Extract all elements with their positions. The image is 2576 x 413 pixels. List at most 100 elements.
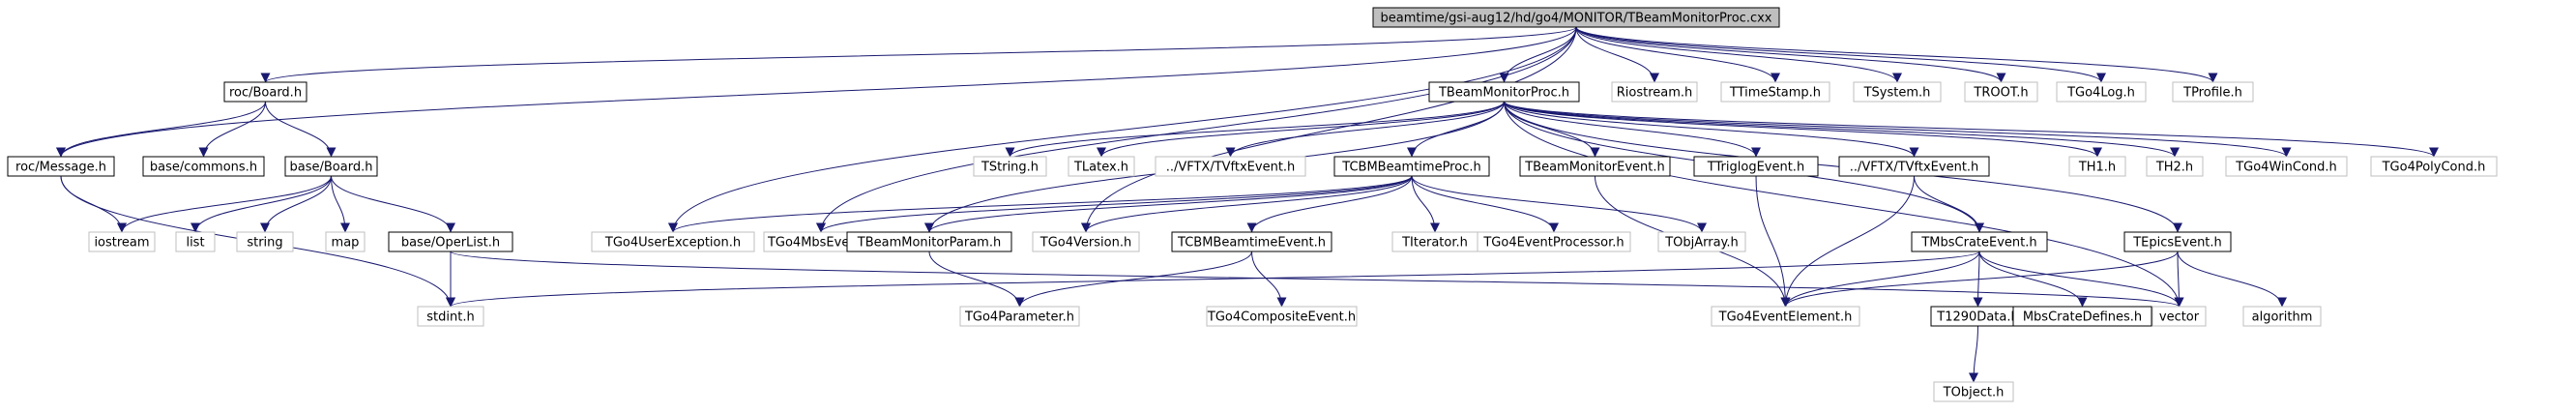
node-label: TGo4WinCond.h (2235, 161, 2337, 175)
edge-roc_board-to-base_commons (198, 101, 266, 158)
edge-tbmproc_h-to-vector (1504, 101, 2184, 308)
node-label: TH2.h (2155, 161, 2193, 175)
edge-tbmproc_h-to-tstring (1005, 101, 1505, 158)
edge-base_board-to-list (190, 175, 332, 233)
node-box (2172, 81, 2254, 103)
node-label: map (332, 236, 360, 251)
edge-root-to-troot (1575, 26, 2006, 83)
file-node-ttriglog[interactable]: TTriglogEvent.h (1693, 156, 1819, 177)
file-node-vftxevent2[interactable]: ../VFTX/TVftxEvent.h (1838, 156, 1990, 177)
node-box (2242, 306, 2322, 327)
edge-root-to-roc_board (260, 26, 1577, 83)
edge-roc_board-to-base_board (265, 101, 337, 158)
node-box (1171, 231, 1332, 252)
file-node-base_operlist[interactable]: base/OperList.h (388, 231, 513, 252)
edge-tcbmproc-to-tgo4evproc (1411, 175, 1559, 233)
edge-tcbmproc-to-tobjarray (1411, 175, 1707, 233)
edge-roc_board-to-roc_message (56, 101, 266, 158)
file-node-roc_board[interactable]: roc/Board.h (223, 81, 307, 103)
edge-tbmproc_h-to-vftxevent2 (1504, 101, 1919, 158)
file-node-base_board[interactable]: base/Board.h (284, 156, 378, 177)
node-label: TGo4Parameter.h (964, 310, 1074, 325)
edge-tbmproc_h-to-vftxevent1 (1225, 101, 1505, 158)
file-node-tmbscrate[interactable]: TMbsCrateEvent.h (1911, 231, 2048, 252)
file-node-tgo4composite: TGo4CompositeEvent.h (1206, 306, 1358, 327)
file-node-base_commons[interactable]: base/commons.h (142, 156, 265, 177)
node-box (2056, 81, 2147, 103)
file-node-tcbmproc[interactable]: TCBMBeamtimeProc.h (1333, 156, 1490, 177)
edge-base_board-to-base_operlist (331, 175, 455, 233)
node-label: string (247, 236, 282, 251)
file-node-tgo4param: TGo4Parameter.h (959, 306, 1080, 327)
node-box (1853, 81, 1942, 103)
file-node-titerator: TIterator.h (1391, 231, 1478, 252)
file-node-th2: TH2.h (2146, 156, 2204, 177)
node-box (1206, 306, 1358, 327)
node-box (2146, 156, 2204, 177)
edge-root-to-tgo4mbsevent (816, 26, 1577, 233)
node-box (1155, 156, 1306, 177)
node-box (284, 156, 378, 177)
node-box (142, 156, 265, 177)
node-label: TGo4Log.h (2066, 86, 2135, 101)
file-node-tgo4userexc: TGo4UserException.h (591, 231, 755, 252)
edge-root-to-tgo4userexc (668, 26, 1577, 233)
file-node-tcbmevent[interactable]: TCBMBeamtimeEvent.h (1171, 231, 1332, 252)
file-node-tbmparam[interactable]: TBeamMonitorParam.h (846, 231, 1012, 252)
file-node-roc_message[interactable]: roc/Message.h (7, 156, 115, 177)
node-box (1911, 231, 2048, 252)
node-label: base/commons.h (150, 161, 257, 175)
edge-tcbmevent-to-tgo4composite (1251, 251, 1287, 308)
node-label: TROOT.h (1973, 86, 2028, 101)
file-node-tbmevent[interactable]: TBeamMonitorEvent.h (1519, 156, 1671, 177)
file-node-tbmproc_h[interactable]: TBeamMonitorProc.h (1428, 81, 1580, 103)
node-label: TIterator.h (1401, 236, 1468, 251)
node-box (1711, 306, 1860, 327)
node-label: beamtime/gsi-aug12/hd/go4/MONITOR/TBeamM… (1381, 12, 1772, 26)
node-box (1372, 7, 1780, 28)
edge-root-to-tprofile (1575, 26, 2218, 83)
dependency-edges (56, 26, 2439, 383)
file-node-tobject: TObject.h (1933, 381, 2014, 402)
node-label: TEpicsEvent.h (2132, 236, 2222, 251)
edge-base_operlist-to-vector (450, 251, 2183, 308)
file-node-riostream: Riostream.h (1611, 81, 1698, 103)
node-label: TGo4Version.h (1039, 236, 1131, 251)
file-node-tgo4log: TGo4Log.h (2056, 81, 2147, 103)
file-node-tlatex: TLatex.h (1068, 156, 1135, 177)
edge-vftxevent2-to-tgo4evelem (1780, 175, 1915, 308)
node-box (2123, 231, 2232, 252)
edge-tmbscrate-to-mbsdefines (1978, 251, 2088, 308)
edge-tepics-to-algorithm (2177, 251, 2287, 308)
node-box (1477, 231, 1631, 252)
file-node-string: string (236, 231, 294, 252)
node-label: TMbsCrateEvent.h (1920, 236, 2036, 251)
edge-root-to-ttimestamp (1575, 26, 1780, 83)
file-node-vftxevent1: ../VFTX/TVftxEvent.h (1155, 156, 1306, 177)
node-label: TCBMBeamtimeProc.h (1341, 161, 1480, 175)
file-node-t1290[interactable]: T1290Data.h (1930, 306, 2026, 327)
node-label: TGo4CompositeEvent.h (1207, 310, 1356, 325)
node-label: base/OperList.h (401, 236, 500, 251)
node-box (1964, 81, 2038, 103)
node-label: TString.h (981, 161, 1039, 175)
node-label: TLatex.h (1073, 161, 1128, 175)
file-node-stdint: stdint.h (417, 306, 484, 327)
file-node-tstring: TString.h (973, 156, 1047, 177)
root-file-node: beamtime/gsi-aug12/hd/go4/MONITOR/TBeamM… (1372, 7, 1780, 28)
file-node-mbsdefines[interactable]: MbsCrateDefines.h (2012, 306, 2152, 327)
edge-tcbmevent-to-tgo4param (1014, 251, 1252, 308)
node-label: TGo4PolyCond.h (2382, 161, 2486, 175)
node-box (1720, 81, 1830, 103)
node-label: Riostream.h (1617, 86, 1693, 101)
node-label: stdint.h (426, 310, 474, 325)
edge-t1290-to-tobject (1969, 325, 1979, 383)
node-box (1838, 156, 1990, 177)
node-box (1068, 156, 1135, 177)
file-node-tgo4wincond: TGo4WinCond.h (2225, 156, 2348, 177)
node-box (1333, 156, 1490, 177)
edge-root-to-tgo4version (1081, 26, 1577, 233)
node-box (973, 156, 1047, 177)
file-node-tepics[interactable]: TEpicsEvent.h (2123, 231, 2232, 252)
file-node-tobjarray: TObjArray.h (1657, 231, 1746, 252)
